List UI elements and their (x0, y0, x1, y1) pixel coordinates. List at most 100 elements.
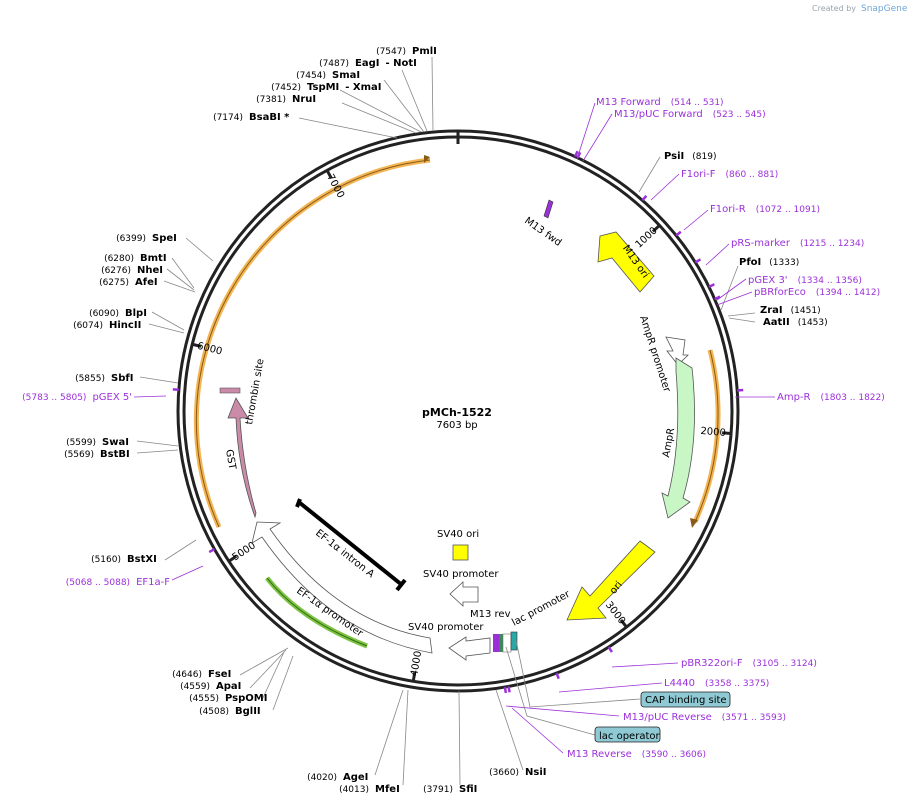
enzyme-extra: - NotI (385, 58, 416, 69)
enzyme-site[interactable]: EagI(7487)- NotI (319, 58, 417, 69)
feature-ampr-promoter[interactable] (665, 336, 689, 366)
enzyme-site[interactable]: PsiI(819) (664, 151, 716, 162)
enzyme-site[interactable]: MfeI(4013) (339, 784, 400, 795)
feature-sv40-promoter-2[interactable] (448, 636, 491, 661)
primer-mark (576, 151, 582, 159)
feature-ampr[interactable] (661, 357, 695, 519)
enzyme-site[interactable]: AatII(1453) (763, 317, 828, 328)
primer-site[interactable]: M13/pUC Forward(523 .. 545) (576, 109, 766, 159)
enzyme-position: (4555) (189, 694, 219, 704)
enzyme-name: SfiI (459, 784, 477, 795)
enzyme-site[interactable]: AfeI(6275) (99, 277, 158, 288)
orange-arc-left-head (424, 155, 430, 163)
primer-site[interactable]: Amp-R(1803 .. 1822) (737, 388, 885, 403)
enzyme-site[interactable]: AgeI (4020) (307, 772, 368, 783)
enzyme-site[interactable]: BlpI(6090) (89, 308, 147, 319)
enzyme-site[interactable]: TspMI(7452)- XmaI (271, 82, 381, 93)
tick-mark (325, 169, 333, 179)
enzyme-labels: PmlI(7547)EagI(7487)- NotISmaI(7454)TspM… (64, 46, 828, 795)
enzyme-position: (7487) (319, 59, 349, 69)
primer-site[interactable]: pGEX 5'(5783 .. 5805) (22, 388, 179, 403)
enzyme-site[interactable]: BglII(4508) (199, 706, 261, 717)
primer-site[interactable]: M13 Reverse(3590 .. 3606) (503, 686, 706, 760)
feature-ef1a-green-core (266, 577, 368, 647)
primer-range: (1334 .. 1356) (798, 276, 862, 286)
tick-mark (228, 555, 238, 563)
primer-site[interactable]: EF1a-F(5068 .. 5088) (66, 548, 216, 588)
enzyme-site[interactable]: SmaI(7454) (296, 70, 360, 81)
primer-range: (860 .. 881) (725, 170, 778, 180)
enzyme-name: ZraI (760, 305, 783, 316)
enzyme-site[interactable]: NsiI(3660) (489, 767, 546, 778)
primer-mark (607, 646, 613, 653)
enzyme-name: NheI (137, 265, 163, 276)
enzyme-position: (7381) (256, 95, 286, 105)
primer-site[interactable]: pBR322ori-F(3105 .. 3124) (607, 646, 817, 669)
primer-site[interactable]: F1ori-F(860 .. 881) (641, 169, 778, 202)
enzyme-position: (1451) (791, 306, 821, 316)
primer-mark (714, 295, 721, 301)
enzyme-position: (5599) (66, 438, 96, 448)
enzyme-name: SbfI (111, 373, 133, 384)
enzyme-site[interactable]: SbfI(5855) (75, 373, 133, 384)
primer-lines (133, 102, 775, 754)
enzyme-position: (4020) (307, 773, 337, 783)
enzyme-site[interactable]: ZraI (1451) (760, 305, 821, 316)
enzyme-name: SwaI (102, 437, 129, 448)
enzyme-site[interactable]: PspOMI(4555) (189, 693, 267, 704)
enzyme-site[interactable]: NruI(7381) (256, 94, 316, 105)
primer-site[interactable]: pRS-marker(1215 .. 1234) (694, 238, 864, 264)
feature-ef1a-promoter[interactable] (251, 521, 433, 654)
feature-ori[interactable] (566, 540, 656, 621)
feature-sv40-promoter-1[interactable] (449, 581, 479, 607)
enzyme-site[interactable]: PmlI (7547) (376, 46, 437, 57)
enzyme-name: PmlI (412, 46, 437, 57)
enzyme-site[interactable]: NheI(6276) (101, 265, 163, 276)
enzyme-name: PfoI (739, 257, 761, 268)
enzyme-site[interactable]: HincII (6074) (73, 320, 141, 331)
enzyme-name: SpeI (152, 233, 177, 244)
feature-thrombin-site[interactable] (219, 387, 241, 394)
tick-label: 3000 (603, 600, 627, 627)
feature-lac-promoter-block[interactable] (499, 634, 503, 652)
tick-mark (721, 431, 732, 435)
primer-name: M13 Forward (596, 97, 661, 108)
enzyme-site[interactable]: BstXI(5160) (91, 554, 157, 565)
enzyme-site[interactable]: SpeI(6399) (116, 233, 177, 244)
feature-label-m13-fwd: M13 fwd (522, 215, 563, 248)
orange-arc-right-core (694, 349, 719, 523)
lac-operator-label: lac operator (599, 731, 660, 742)
enzyme-site[interactable]: FseI(4646) (172, 669, 231, 680)
feature-m13-fwd[interactable] (543, 199, 554, 219)
enzyme-position: (6074) (73, 321, 103, 331)
enzyme-site[interactable]: SwaI (5599) (66, 437, 129, 448)
primer-mark (694, 258, 702, 264)
enzyme-site[interactable]: BstBI(5569) (64, 449, 130, 460)
feature-gst[interactable] (227, 397, 257, 519)
enzyme-position: (7547) (376, 47, 406, 57)
enzyme-site[interactable]: BsaBI *(7174) (213, 112, 290, 123)
primer-site[interactable]: M13/pUC Reverse(3571 .. 3593) (507, 686, 787, 723)
feature-cap-site-block[interactable] (510, 631, 518, 651)
primer-site[interactable]: pGEX 3'(1334 .. 1356) (708, 275, 862, 288)
enzyme-name: AatII (763, 317, 790, 328)
feature-m13-ori[interactable] (597, 231, 655, 293)
enzyme-name: HincII (109, 320, 141, 331)
feature-m13-rev[interactable] (493, 634, 499, 652)
plasmid-size: 7603 bp (436, 420, 477, 431)
primer-site[interactable]: pBRforEco(1394 .. 1412) (714, 287, 880, 301)
lac-operator-box[interactable] (594, 726, 661, 743)
primer-site[interactable]: M13 Forward(514 .. 531) (573, 97, 724, 158)
enzyme-site[interactable]: PfoI(1333) (739, 257, 799, 268)
primer-site[interactable]: L4440(3358 .. 3375) (555, 672, 770, 689)
feature-sv40-ori[interactable] (452, 544, 469, 561)
feature-ef1a-intron-a[interactable] (295, 498, 407, 592)
enzyme-name: AgeI (343, 772, 368, 783)
enzyme-site[interactable]: ApaI(4559) (180, 681, 241, 692)
enzyme-site[interactable]: BmtI(6280) (104, 253, 166, 264)
enzyme-site[interactable]: SfiI (3791) (423, 784, 477, 795)
cap-binding-site-box[interactable] (640, 691, 731, 708)
primer-site[interactable]: F1ori-R(1072 .. 1091) (675, 204, 820, 237)
features: M13 ori AmpR promoter AmpR ori SV40 ori … (219, 199, 695, 661)
enzyme-position: (3791) (423, 785, 453, 795)
